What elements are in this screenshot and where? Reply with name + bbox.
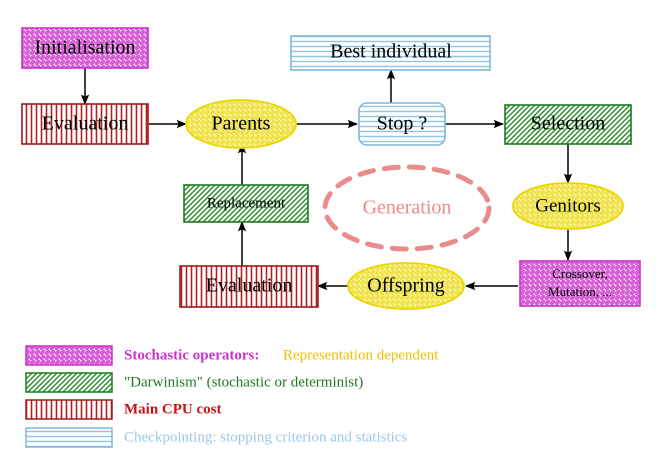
legend-row-checkpointing: Checkpointing: stopping criterion and st… <box>25 427 407 448</box>
legend-swatch-darwinism <box>25 372 113 393</box>
node-genitors-label: Genitors <box>535 195 600 216</box>
node-crossover-mutation-label-line2: Mutation, ... <box>548 284 612 299</box>
node-crossover-mutation-label-line1: Crossover, <box>552 266 607 281</box>
legend-row-stochastic-operators: Stochastic operators: Representation dep… <box>25 345 439 366</box>
node-evaluation-bottom-label: Evaluation <box>206 275 293 297</box>
legend-label-checkpointing: Checkpointing: stopping criterion and st… <box>124 429 407 445</box>
node-best-individual-label: Best individual <box>330 41 452 63</box>
node-selection[interactable]: Selection <box>504 104 632 145</box>
legend-label-representation-dependent: Representation dependent <box>283 347 439 363</box>
node-selection-label: Selection <box>531 113 605 135</box>
legend-row-darwinism: "Darwinism" (stochastic or determinist) <box>25 372 363 393</box>
node-crossover-mutation[interactable]: Crossover, Mutation, ... <box>519 260 641 307</box>
node-generation: Generation <box>322 164 492 252</box>
legend-swatch-checkpointing <box>25 427 113 448</box>
node-offspring[interactable]: Offspring <box>347 262 465 310</box>
node-stop-label: Stop ? <box>377 113 428 135</box>
node-evaluation-bottom[interactable]: Evaluation <box>179 265 319 308</box>
node-initialisation[interactable]: Initialisation <box>21 27 149 69</box>
legend-row-main-cpu-cost: Main CPU cost <box>25 399 222 420</box>
node-replacement[interactable]: Replacement <box>183 184 309 223</box>
node-genitors[interactable]: Genitors <box>512 182 624 230</box>
legend-swatch-main-cpu-cost <box>25 399 113 420</box>
node-parents[interactable]: Parents <box>185 99 297 149</box>
flow-edges <box>80 68 573 291</box>
node-replacement-label: Replacement <box>207 195 286 211</box>
node-evaluation-top-label: Evaluation <box>42 113 129 135</box>
node-generation-label: Generation <box>363 197 452 219</box>
legend-label-main-cpu-cost: Main CPU cost <box>124 401 222 417</box>
node-stop[interactable]: Stop ? <box>358 102 446 146</box>
legend-label-darwinism: "Darwinism" (stochastic or determinist) <box>124 374 363 390</box>
node-initialisation-label: Initialisation <box>34 37 135 59</box>
node-offspring-label: Offspring <box>367 275 444 297</box>
legend-swatch-stochastic-operators <box>25 345 113 366</box>
node-parents-label: Parents <box>212 113 271 135</box>
legend-label-stochastic-operators: Stochastic operators: <box>124 347 259 363</box>
node-evaluation-top[interactable]: Evaluation <box>21 103 149 145</box>
legend: Stochastic operators: Representation dep… <box>25 345 439 448</box>
node-best-individual[interactable]: Best individual <box>290 35 491 71</box>
